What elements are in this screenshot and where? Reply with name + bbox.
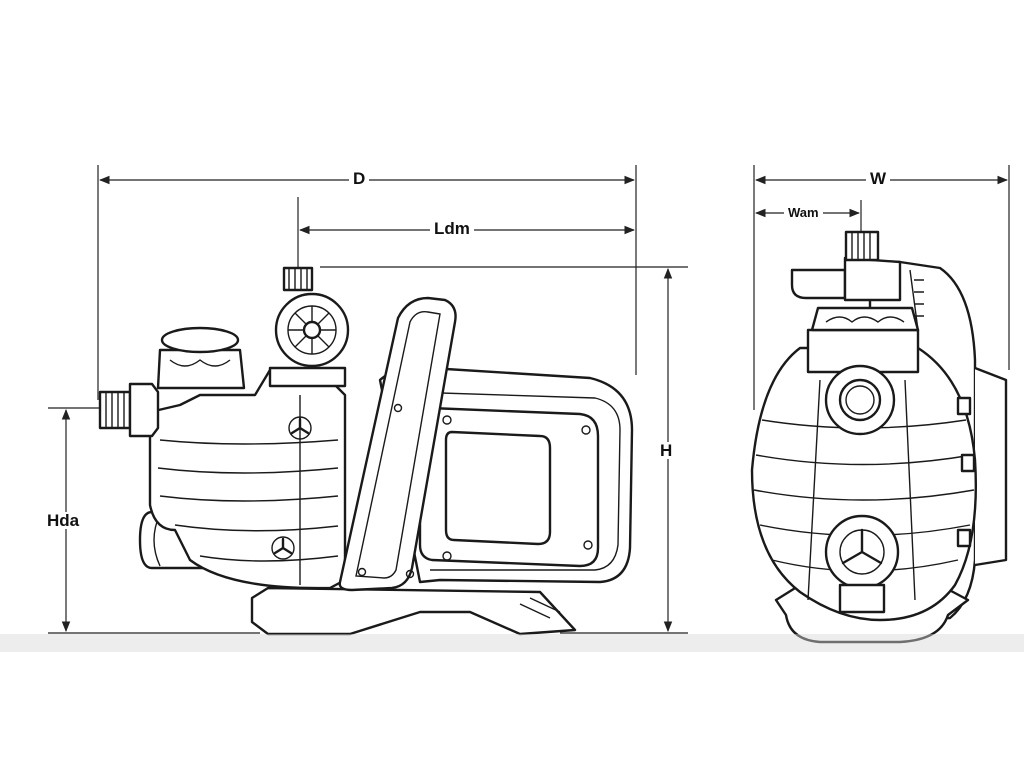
- side-handle-screw-3: [405, 569, 415, 579]
- side-panel-screw-1: [442, 415, 452, 425]
- front-motor-rear: [974, 366, 1008, 567]
- front-tab-1: [956, 396, 972, 416]
- side-panel-screw-2: [581, 425, 591, 435]
- side-motor-inner-edge: [409, 391, 621, 571]
- side-priming-cap-top: [160, 326, 240, 354]
- ground-shade: [0, 634, 1024, 652]
- side-bolt-upper: [288, 416, 312, 440]
- front-side-boss: [790, 268, 847, 300]
- side-top-nipple-threads: [288, 268, 308, 290]
- side-panel-screw-4: [583, 540, 593, 550]
- side-bolt-upper-star: [290, 417, 310, 435]
- side-panel-screw-3: [442, 551, 452, 561]
- side-top-nipple: [282, 266, 314, 292]
- label-wam: Wam: [784, 206, 823, 219]
- front-casing-ribs: [909, 269, 924, 331]
- side-handle-grip: [355, 311, 441, 579]
- front-intake-star: [841, 528, 883, 565]
- label-hda: Hda: [43, 512, 84, 529]
- side-collar: [268, 366, 347, 388]
- front-top-nipple: [844, 230, 880, 262]
- side-handle-screw-1: [393, 403, 403, 413]
- bottom-blank-area: [0, 652, 1024, 768]
- side-housing-ribs: [157, 439, 339, 562]
- side-pump-housing: [148, 368, 347, 590]
- front-intake-pipe: [838, 583, 886, 614]
- side-priming-cap-grip: [169, 359, 231, 367]
- pump-side-view: [98, 266, 634, 636]
- front-priming-cap: [810, 306, 920, 332]
- side-bolt-lower: [271, 536, 295, 560]
- pump-front-view: [750, 230, 1008, 644]
- side-base-foot: [250, 586, 577, 636]
- side-outlet-threads: [105, 392, 125, 428]
- front-outlet-inner: [845, 385, 875, 415]
- front-body-seams: [807, 379, 916, 601]
- side-pressure-switch-spokes: [288, 306, 336, 354]
- front-tab-2: [960, 453, 976, 473]
- label-w: W: [866, 170, 891, 187]
- front-top-nipple-threads: [851, 232, 871, 260]
- front-priming-cap-grip: [825, 316, 905, 323]
- side-priming-cap-body: [156, 348, 246, 390]
- label-ldm: Ldm: [430, 220, 474, 237]
- side-control-panel-window: [444, 430, 552, 546]
- front-top-block: [843, 256, 902, 302]
- front-pump-body: [750, 346, 978, 622]
- side-outlet-nut: [128, 382, 160, 438]
- side-pressure-switch-center: [302, 320, 322, 340]
- side-handle-screw-2: [357, 567, 367, 577]
- side-outlet-nipple: [98, 390, 132, 430]
- side-bolt-lower-star: [273, 537, 293, 555]
- label-h: H: [656, 442, 677, 459]
- side-base-ribs: [519, 597, 561, 619]
- label-d: D: [349, 170, 370, 187]
- front-tab-3: [956, 528, 972, 548]
